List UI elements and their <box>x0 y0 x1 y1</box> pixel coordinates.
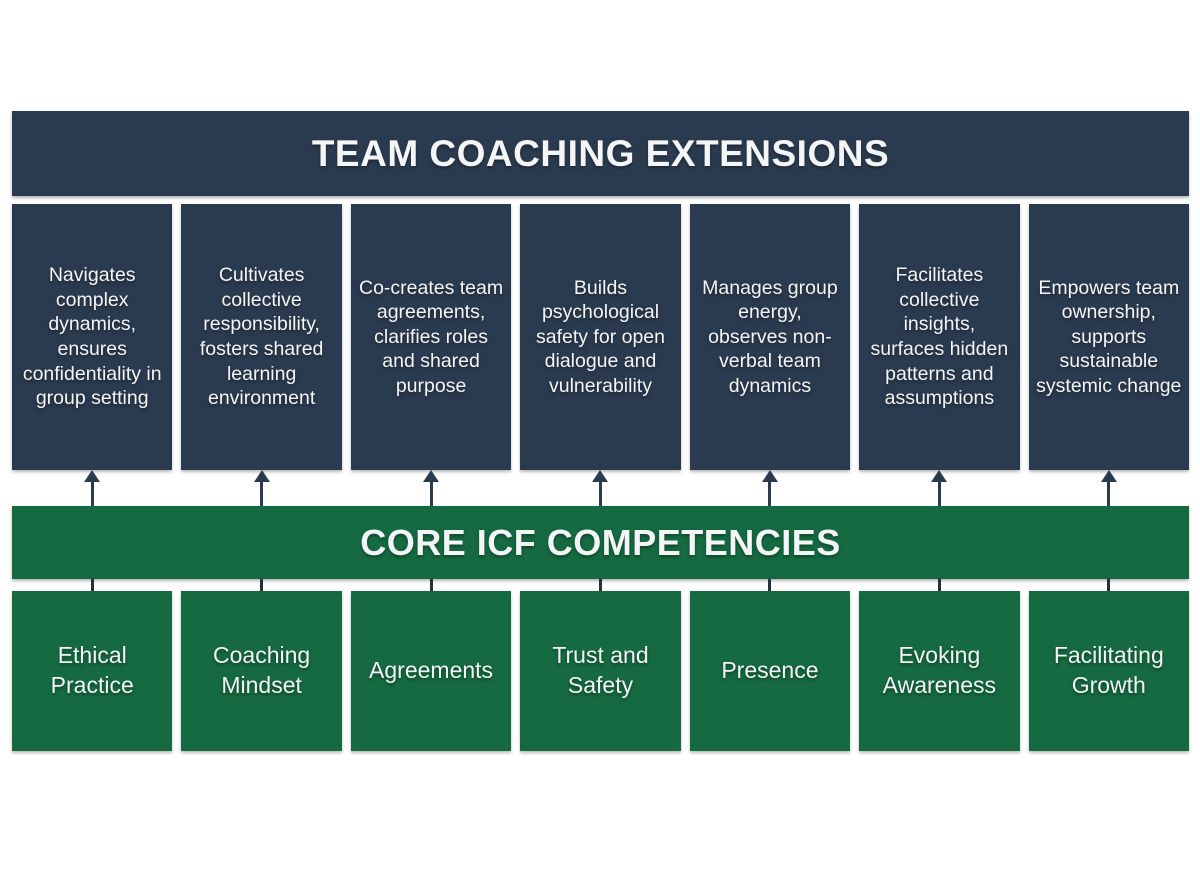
competency-box-presence: Presence <box>689 591 851 751</box>
extensions-row: Navigates complex dynamics, ensures conf… <box>12 204 1189 470</box>
extension-text: Empowers team ownership, supports sustai… <box>1036 276 1182 397</box>
competency-label: Trust and Safety <box>552 642 649 698</box>
up-arrow-head <box>423 470 440 482</box>
up-arrow-stem <box>768 482 772 506</box>
connector-stub-line <box>90 579 94 591</box>
extension-box-1: Navigates complex dynamics, ensures conf… <box>12 204 173 470</box>
up-arrow-head <box>253 470 270 482</box>
up-arrow-stem <box>260 482 264 506</box>
connector-stub <box>1029 579 1189 591</box>
connector-stubs-row <box>12 579 1189 591</box>
competency-label: Agreements <box>369 657 494 684</box>
extension-box-4: Builds psychological safety for open dia… <box>520 204 681 470</box>
connector-stub <box>859 579 1019 591</box>
competency-label: Evoking Awareness <box>882 642 997 698</box>
extension-box-2: Cultivates collective responsibility, fo… <box>181 204 342 470</box>
extension-box-7: Empowers team ownership, supports sustai… <box>1028 204 1189 470</box>
connector-stub-line <box>429 579 433 591</box>
connector-stub <box>12 579 172 591</box>
competency-box-facilitating-growth: Facilitating Growth <box>1028 591 1189 751</box>
competency-box-agreements: Agreements <box>350 591 512 751</box>
extension-box-5: Manages group energy, observes non-verba… <box>689 204 851 470</box>
connector-stub-line <box>1107 579 1111 591</box>
up-arrow-icon <box>690 470 850 506</box>
up-arrow-head <box>1100 470 1117 482</box>
up-arrow-stem <box>429 482 433 506</box>
competency-label: Presence <box>721 657 819 684</box>
extension-box-6: Facilitates collective insights, surface… <box>859 204 1020 470</box>
extension-box-3: Co-creates team agreements, clarifies ro… <box>350 204 512 470</box>
core-icf-competencies-title: CORE ICF COMPETENCIES <box>360 521 841 563</box>
up-arrow-icon <box>351 470 511 506</box>
extension-text: Builds psychological safety for open dia… <box>535 276 665 397</box>
up-arrow-icon <box>1029 470 1189 506</box>
up-arrow-icon <box>859 470 1019 506</box>
connector-stub <box>520 579 680 591</box>
up-arrow-icon <box>12 470 172 506</box>
up-arrow-stem <box>1107 482 1111 506</box>
up-arrow-head <box>592 470 609 482</box>
connector-stub-line <box>598 579 602 591</box>
competency-label: Facilitating Growth <box>1053 642 1164 698</box>
up-arrow-stem <box>90 482 94 506</box>
up-arrow-head <box>761 470 778 482</box>
competency-box-evoking-awareness: Evoking Awareness <box>859 591 1020 751</box>
connector-stub-line <box>768 579 772 591</box>
up-arrow-stem <box>937 482 941 506</box>
connector-stub <box>181 579 341 591</box>
competency-label: Ethical Practice <box>50 642 134 698</box>
extension-text: Manages group energy, observes non-verba… <box>702 276 838 397</box>
extension-text: Cultivates collective responsibility, fo… <box>199 264 324 410</box>
competency-box-trust-and-safety: Trust and Safety <box>520 591 681 751</box>
team-coaching-extensions-header: TEAM COACHING EXTENSIONS <box>12 111 1189 196</box>
up-arrow-head <box>84 470 101 482</box>
team-coaching-diagram: TEAM COACHING EXTENSIONS Navigates compl… <box>12 111 1189 751</box>
extension-text: Facilitates collective insights, surface… <box>870 264 1009 410</box>
core-icf-competencies-bar: CORE ICF COMPETENCIES <box>12 506 1189 579</box>
up-arrow-icon <box>520 470 680 506</box>
up-arrow-head <box>931 470 948 482</box>
connector-stub <box>351 579 511 591</box>
competency-box-coaching-mindset: Coaching Mindset <box>181 591 342 751</box>
connector-stub-line <box>937 579 941 591</box>
extension-text: Navigates complex dynamics, ensures conf… <box>22 264 162 410</box>
connector-stub-line <box>260 579 264 591</box>
team-coaching-extensions-title: TEAM COACHING EXTENSIONS <box>311 132 890 174</box>
up-arrow-icon <box>181 470 341 506</box>
extension-text: Co-creates team agreements, clarifies ro… <box>358 276 504 397</box>
competency-label: Coaching Mindset <box>213 642 311 698</box>
competencies-row: Ethical Practice Coaching Mindset Agreem… <box>12 591 1189 751</box>
arrows-row <box>12 470 1189 506</box>
competency-box-ethical-practice: Ethical Practice <box>12 591 173 751</box>
connector-stub <box>690 579 850 591</box>
up-arrow-stem <box>598 482 602 506</box>
